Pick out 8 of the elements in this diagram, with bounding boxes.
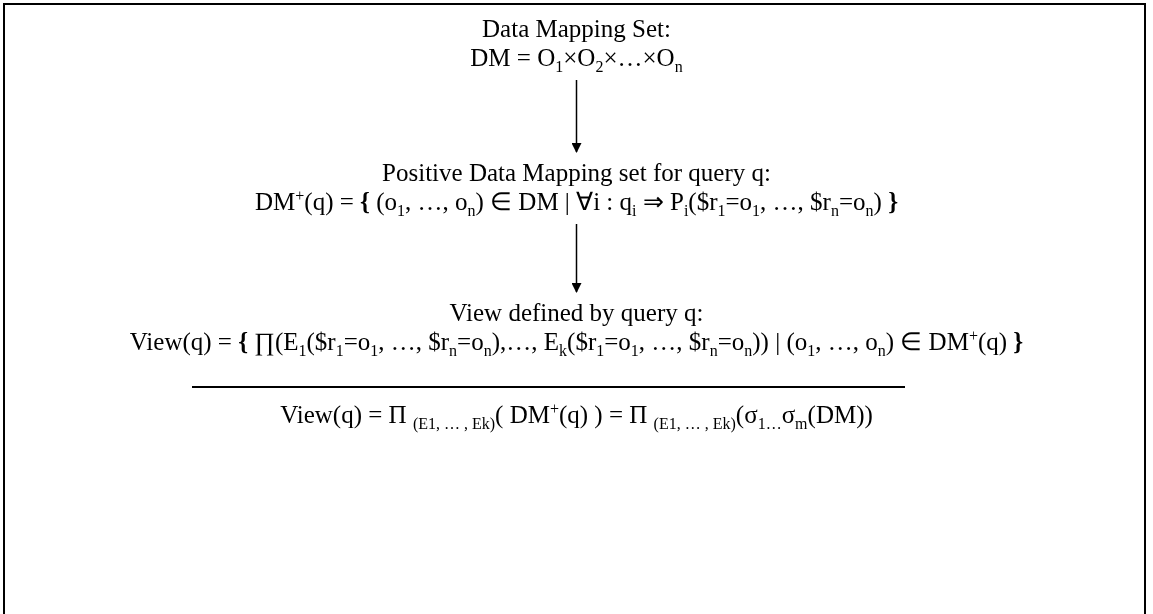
formula-text: View(q) = { ∏(E$_{1}$($r$_{1}$=o$_{1}$, …, $r$_{n}$=o$_{n}$),…, E$_{k}$($r$_{1}$=o$_{1}$, …, $r$_{n}$=o$_{n}$)) | (o$_{1}$, …, o$_{n}$) ∈ DM$^{+}$(q) } xyxy=(129,327,1024,356)
arrow xyxy=(571,223,582,293)
heading-text: Positive Data Mapping set for query q: xyxy=(382,158,771,187)
formula-text: DM = O$_{1}$×O$_{2}$×…×O$_{n}$ xyxy=(470,43,683,72)
heading-text: Data Mapping Set: xyxy=(482,14,671,43)
heading-text: View defined by query q: xyxy=(449,298,704,327)
arrow xyxy=(571,79,582,153)
formula-text: DM$^{+}$(q) = { (o$_{1}$, …, o$_{n}$) ∈ DM | ∀i : q$_{i}$ ⇒ P$_{i}$($r$_{1}$=o$_{1}$, …, $r$_{n}$=o$_{n}$) } xyxy=(255,187,898,216)
